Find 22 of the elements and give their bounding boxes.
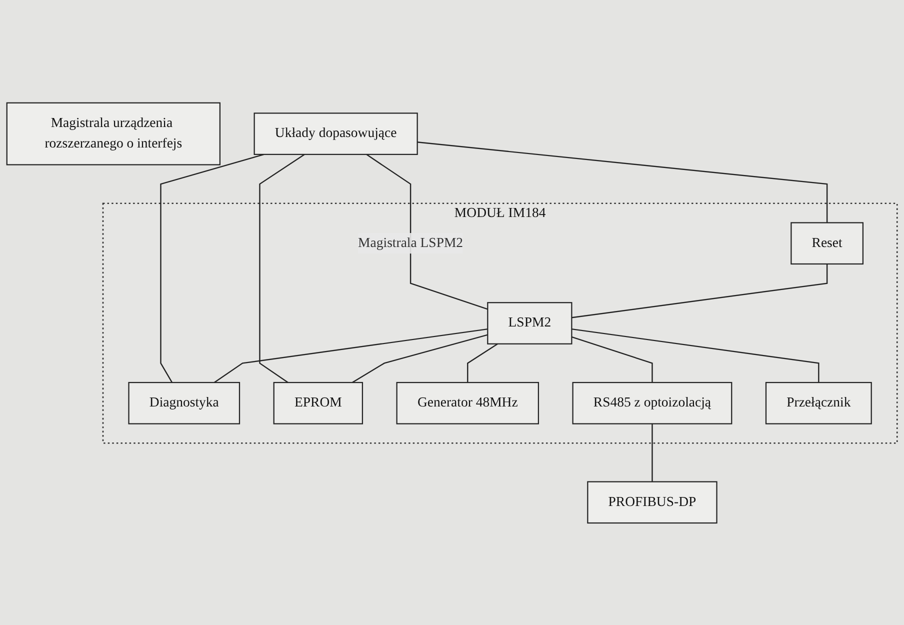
node-box: Magistrala urządzenia rozszerzanego o interfejs: [6, 102, 220, 165]
connector: [160, 153, 264, 382]
connector: [572, 328, 820, 382]
connector: [352, 334, 488, 383]
edge-label: Magistrala LSPM2: [358, 235, 464, 250]
connector: [467, 342, 498, 382]
connector: [366, 153, 488, 310]
node-box: Reset: [790, 222, 864, 264]
connector: [652, 423, 653, 482]
node-box: Generator 48MHz: [396, 382, 539, 424]
node-box: LSPM2: [487, 302, 572, 344]
node-box: Układy dopasowujące: [254, 112, 418, 155]
connector: [417, 141, 828, 222]
connector: [259, 153, 305, 383]
connector: [572, 336, 653, 382]
connector: [214, 328, 488, 383]
node-box: Diagnostyka: [128, 382, 240, 424]
connector: [572, 264, 828, 318]
node-box: RS485 z optoizolacją: [572, 382, 732, 424]
node-box: Przełącznik: [765, 382, 872, 424]
node-box: PROFIBUS-DP: [587, 480, 718, 524]
node-box: EPROM: [273, 382, 364, 424]
